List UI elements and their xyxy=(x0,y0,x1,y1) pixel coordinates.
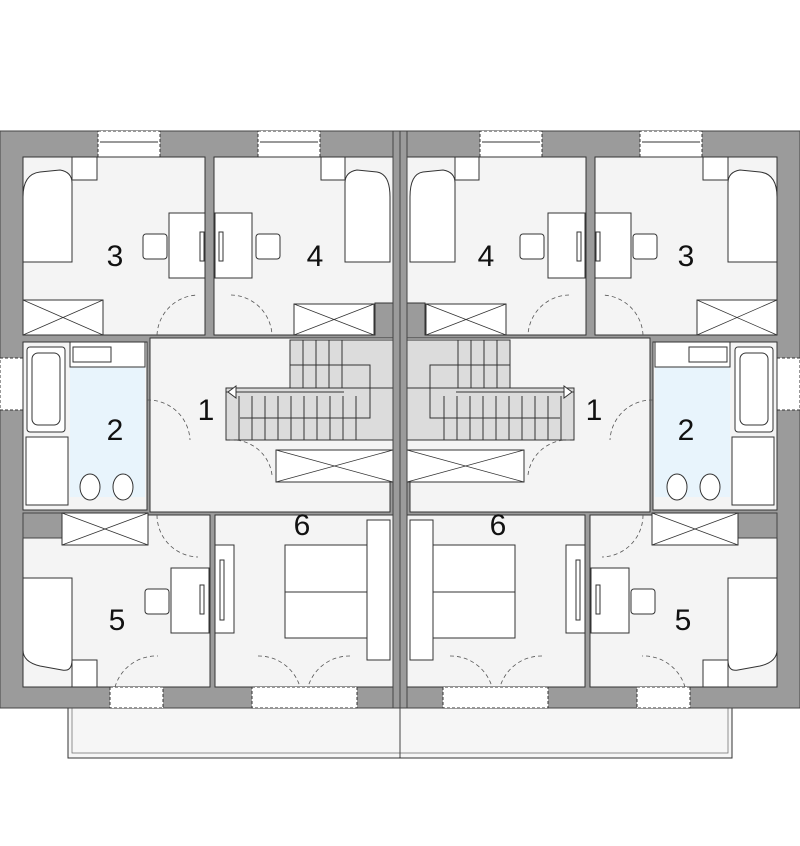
room-label: 5 xyxy=(675,604,692,637)
room-label: 2 xyxy=(678,414,695,447)
right-unit xyxy=(399,130,800,759)
left-unit xyxy=(0,130,401,759)
room-label: 3 xyxy=(107,240,124,273)
room-label: 2 xyxy=(107,414,124,447)
room-label: 4 xyxy=(307,240,324,273)
room-label: 6 xyxy=(490,509,507,542)
room-label: 3 xyxy=(678,240,695,273)
room-label: 1 xyxy=(586,394,603,427)
room-label: 6 xyxy=(294,509,311,542)
room-label: 4 xyxy=(478,240,495,273)
room-label: 5 xyxy=(109,604,126,637)
room-label: 1 xyxy=(198,394,215,427)
